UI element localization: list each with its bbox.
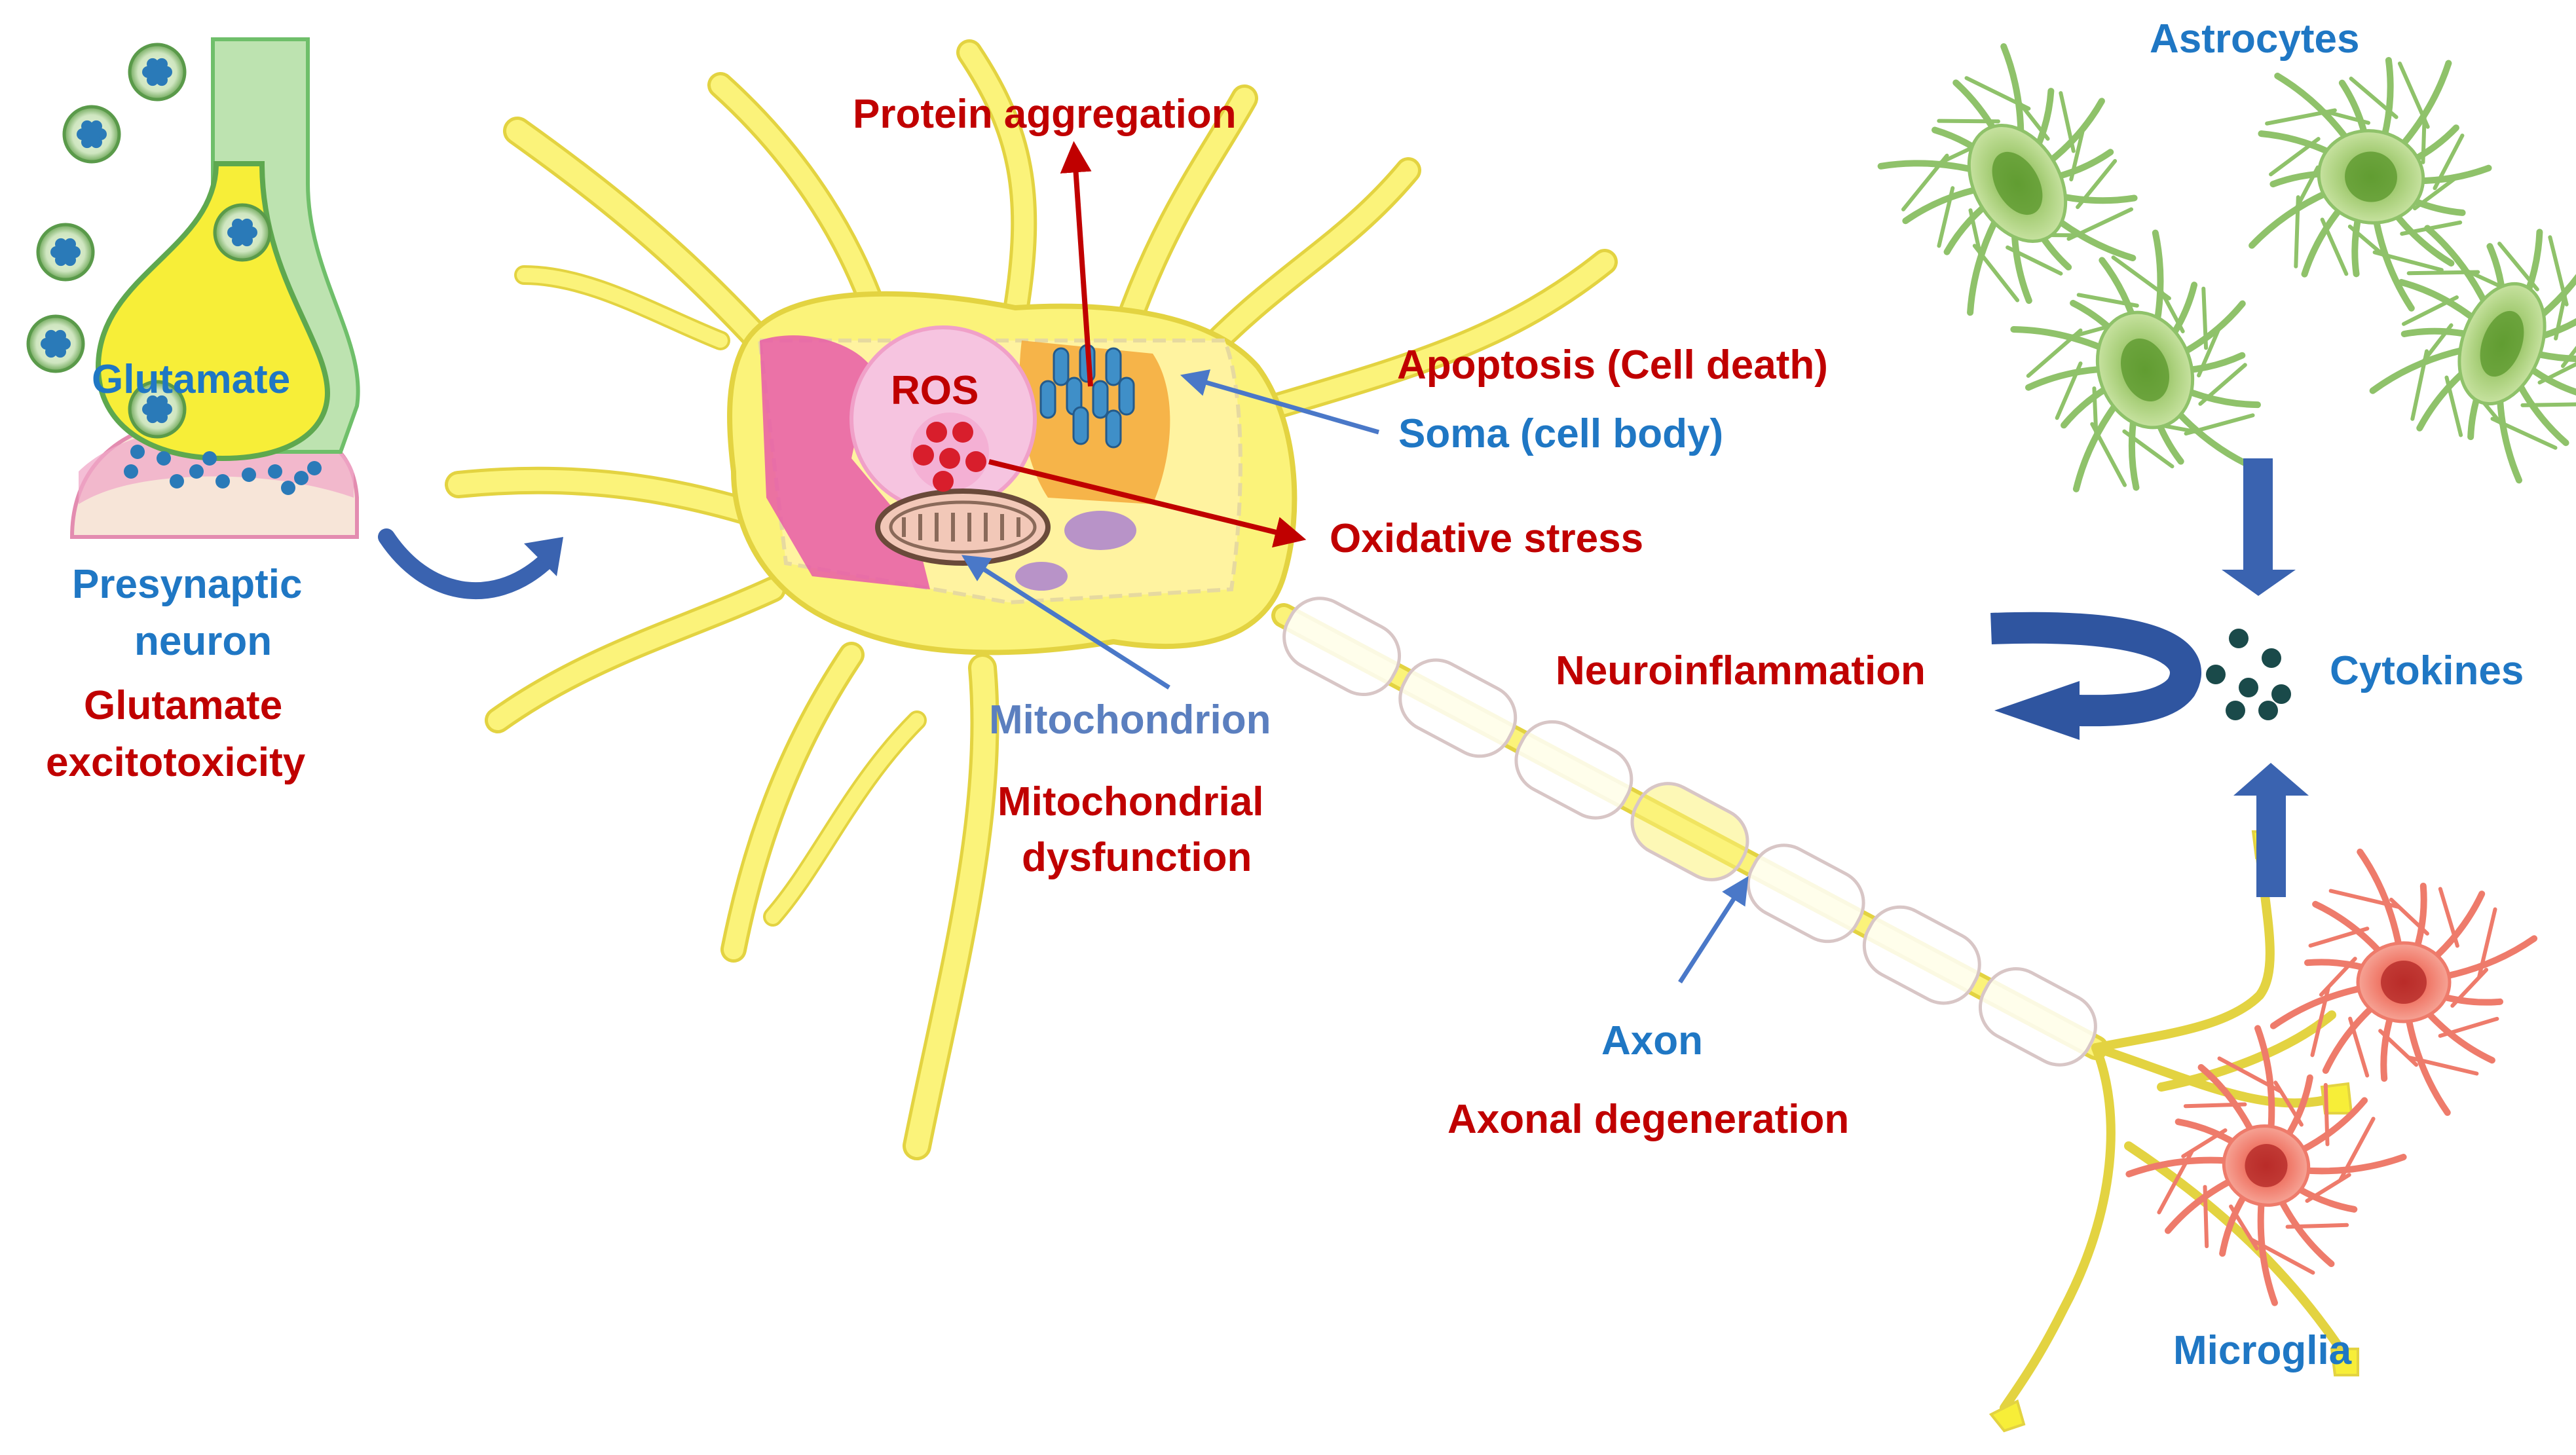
vesicle [62,105,121,164]
curved-arrow-synapse [378,528,563,600]
label-axon: Axon [1601,1018,1703,1063]
myelin-segment [1862,905,1981,1005]
label-apoptosis: Apoptosis (Cell death) [1397,342,1828,388]
cytokine-particles [2206,629,2291,720]
arrow-microglia-to-cytokines [2233,763,2309,897]
pointer-axon [1678,875,1749,984]
aggregate [1118,377,1135,416]
label-mito-dys-1: Mitochondrial [998,779,1263,824]
glutamate-molecule [242,468,256,482]
myelin-segment [1398,658,1518,758]
vesicle [128,380,187,439]
glutamate-molecule [215,474,230,488]
protein-aggregates [1039,344,1135,449]
glutamate-molecule [170,474,184,488]
myelin-segment [1630,782,1749,881]
mitochondrion [875,488,1051,566]
myelin-segment [1978,967,2097,1067]
label-neuroinflammation: Neuroinflammation [1556,648,1926,693]
label-excito-2: excitotoxicity [46,740,306,785]
pointer-mitochondrion [961,555,1170,690]
glutamate-molecule [268,464,282,479]
label-mito-dys-2: dysfunction [1022,835,1252,880]
aggregate [1053,347,1070,386]
label-presynaptic-2: neuron [134,619,272,664]
label-microglia: Microglia [2173,1328,2352,1373]
microglia-cell [2125,1025,2407,1306]
vesicle [128,43,187,101]
label-mitochondrion: Mitochondrion [989,697,1271,743]
label-axonal-degeneration: Axonal degeneration [1447,1097,1849,1142]
glutamate-molecule [202,451,217,466]
glutamate-molecule [294,471,308,485]
ros-particles [913,422,986,492]
astrocyte [1877,43,2138,316]
label-ros: ROS [891,368,979,413]
vesicle [26,314,85,373]
myelin-segment [1746,843,1865,944]
label-soma: Soma (cell body) [1398,411,1723,456]
lysosome [1064,511,1136,550]
glutamate-molecule [307,461,322,475]
label-cytokines: Cytokines [2330,648,2524,693]
glutamate-molecule [189,464,204,479]
vesicle [213,203,272,262]
neuron [445,39,1618,1160]
label-glutamate: Glutamate [92,357,290,402]
vesicle-organelle [1015,562,1068,591]
glutamate-molecule [130,445,145,459]
aggregate [1105,347,1122,386]
arrow-cytokines-to-neuroinflammation [1990,612,2201,740]
astrocyte [2010,229,2261,492]
astrocytes [1877,43,2576,492]
glutamate-vesicles [26,43,322,495]
vesicle [36,223,95,282]
aggregate [1039,380,1056,419]
aggregate [1105,409,1122,449]
arrow-astrocytes-to-cytokines [2222,458,2296,596]
label-astrocytes: Astrocytes [2150,16,2359,62]
arrow-to-protein-aggregation [1060,141,1093,387]
myelin-segment [1514,720,1633,820]
glutamate-molecule [124,464,138,479]
aggregate [1072,406,1089,445]
label-excito-1: Glutamate [84,683,282,728]
label-oxidative-stress: Oxidative stress [1330,516,1643,561]
label-protein-aggregation: Protein aggregation [853,92,1237,137]
arrow-to-oxidative-stress [988,459,1307,548]
label-presynaptic-1: Presynaptic [72,562,303,607]
aggregate [1092,380,1109,419]
myelin-segment [1282,597,1402,697]
microglia-cell [2269,848,2538,1116]
astrocyte [2369,225,2576,484]
myelin-sheath [1282,597,2097,1067]
glutamate-molecule [281,481,295,495]
microglia [2125,848,2538,1306]
glutamate-molecule [157,451,171,466]
pointer-soma [1180,369,1379,435]
axon [1271,597,2359,1433]
